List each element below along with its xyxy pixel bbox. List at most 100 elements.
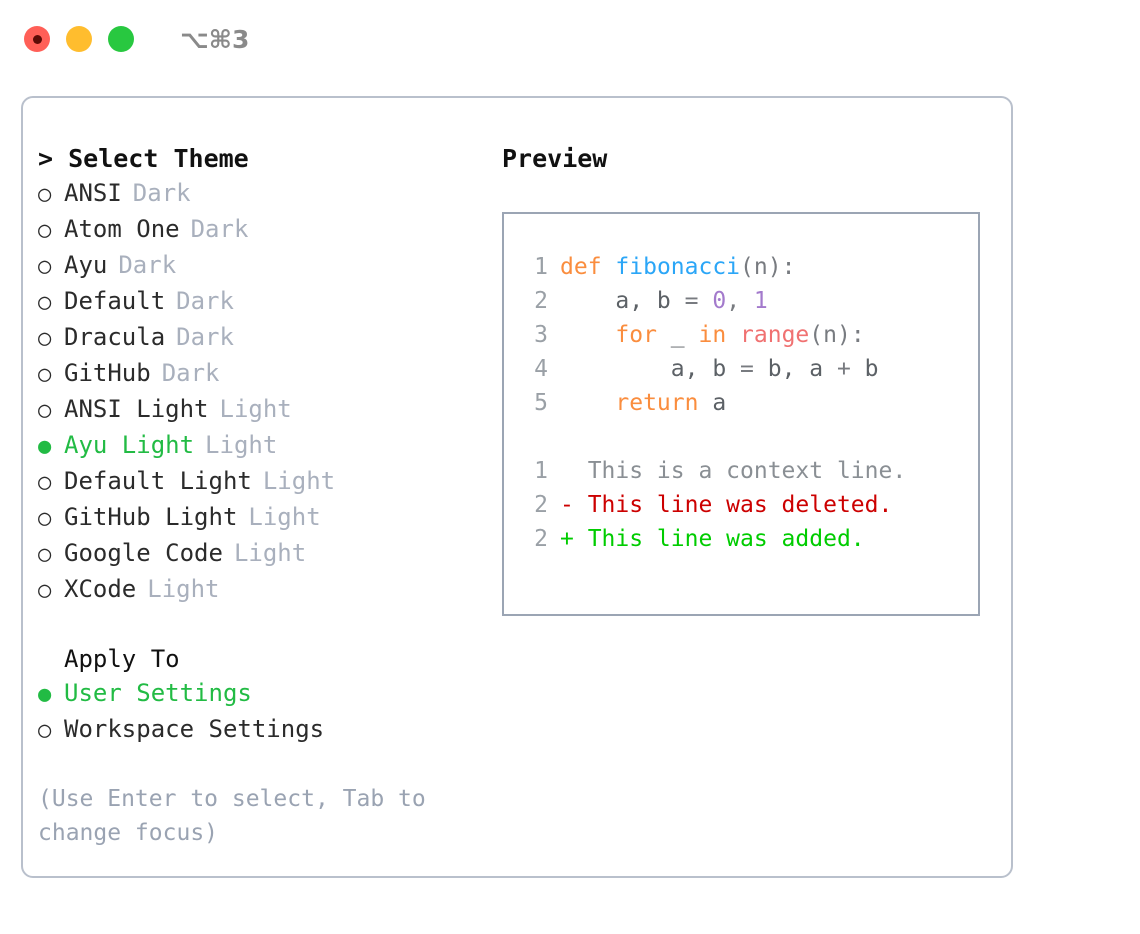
radio-unselected-icon: ○ xyxy=(38,470,52,495)
theme-option-label: ANSI Light xyxy=(64,395,209,423)
theme-option-tag: Dark xyxy=(118,251,177,279)
theme-option-ansi-light[interactable]: ○ ANSI Light Light xyxy=(38,392,508,428)
close-dot-inner-icon xyxy=(32,34,42,44)
code-token: (n): xyxy=(809,322,865,348)
diff-line: 2- This line was deleted. xyxy=(504,488,978,522)
radio-unselected-icon: ○ xyxy=(38,542,52,567)
theme-option-tag: Light xyxy=(262,467,336,495)
theme-option-tag: Dark xyxy=(161,359,220,387)
diff-sample: 1 This is a context line.2- This line wa… xyxy=(504,454,978,556)
code-token xyxy=(726,322,740,348)
apply-to-label: Apply To xyxy=(64,645,180,673)
radio-selected-icon: ● xyxy=(38,434,52,459)
code-line-text: a, b = 0, 1 xyxy=(560,284,768,318)
theme-option-github[interactable]: ○ GitHub Dark xyxy=(38,356,508,392)
apply-to-option-label: Workspace Settings xyxy=(64,715,325,743)
theme-option-tag: Dark xyxy=(190,215,249,243)
theme-option-tag: Dark xyxy=(176,287,234,315)
code-line: 5 return a xyxy=(504,386,978,420)
code-line: 1 def fibonacci(n): xyxy=(504,250,978,284)
keyboard-hint-text: (Use Enter to select, Tab to change focu… xyxy=(38,786,426,846)
apply-to-option-workspace-settings[interactable]: ○Workspace Settings xyxy=(38,712,508,748)
code-token: in xyxy=(698,322,727,348)
code-line-text: a, b = b, a + b xyxy=(560,352,879,386)
theme-option-dracula[interactable]: ○ Dracula Dark xyxy=(38,320,508,356)
radio-unselected-icon: ○ xyxy=(38,182,52,207)
window-controls xyxy=(24,26,134,52)
theme-option-label: Ayu xyxy=(64,251,108,279)
apply-to-option-label: User Settings xyxy=(64,679,252,707)
apply-to-heading: Apply To xyxy=(38,642,508,676)
code-token: (n): xyxy=(740,254,796,280)
code-line-number: 1 xyxy=(534,254,548,280)
code-token: a, b xyxy=(560,288,685,314)
diff-line-number: 2 xyxy=(534,492,548,518)
code-token: return xyxy=(615,390,699,416)
diff-line: 1 This is a context line. xyxy=(504,454,978,488)
code-line-text: return a xyxy=(560,386,726,420)
code-token xyxy=(602,254,616,280)
theme-option-label: GitHub xyxy=(64,359,151,387)
code-token: a xyxy=(698,390,727,416)
radio-unselected-icon: ○ xyxy=(38,362,52,387)
maximize-dot-icon[interactable] xyxy=(108,26,134,52)
code-token: def xyxy=(560,254,602,280)
code-token: a, b xyxy=(560,356,741,382)
code-token: = xyxy=(684,288,713,314)
code-line-text: def fibonacci(n): xyxy=(560,250,795,284)
minimize-dot-icon[interactable] xyxy=(66,26,92,52)
theme-option-tag: Light xyxy=(233,539,307,567)
radio-unselected-icon: ○ xyxy=(38,398,52,423)
radio-selected-icon: ● xyxy=(38,682,52,707)
code-line-number: 4 xyxy=(534,356,548,382)
theme-option-tag: Light xyxy=(248,503,321,531)
theme-option-label: Default Light xyxy=(64,467,252,495)
theme-option-ayu[interactable]: ○ Ayu Dark xyxy=(38,248,508,284)
theme-option-tag: Light xyxy=(147,575,220,603)
code-token: 0 xyxy=(712,288,727,314)
code-line-number: 2 xyxy=(534,288,548,314)
code-line-number: 5 xyxy=(534,390,548,416)
theme-option-label: Ayu Light xyxy=(64,431,195,459)
preview-spacer xyxy=(504,420,978,454)
code-token: range xyxy=(740,322,810,348)
select-theme-heading: > Select Theme xyxy=(38,144,249,173)
theme-option-tag: Light xyxy=(219,395,292,423)
apply-to-option-list[interactable]: ● User Settings ○Workspace Settings xyxy=(38,676,508,748)
diff-line-number: 2 xyxy=(534,526,548,552)
preview-heading: Preview xyxy=(502,144,608,173)
theme-option-label: Dracula xyxy=(64,323,166,351)
theme-option-tag: Dark xyxy=(132,179,191,207)
diff-line-text: + This line was added. xyxy=(560,526,865,552)
radio-unselected-icon: ○ xyxy=(38,254,52,279)
apply-to-option-user-settings[interactable]: ● User Settings xyxy=(38,676,508,712)
code-line: 2 a, b = 0, 1 xyxy=(504,284,978,318)
code-token: b, a xyxy=(767,356,837,382)
code-line: 3 for _ in range(n): xyxy=(504,318,978,352)
code-token xyxy=(560,390,615,416)
close-dot-icon[interactable] xyxy=(24,26,50,52)
theme-option-tag: Dark xyxy=(176,323,234,351)
code-token xyxy=(560,322,615,348)
theme-option-default-light[interactable]: ○ Default Light Light xyxy=(38,464,508,500)
code-token: b xyxy=(864,356,879,382)
radio-unselected-icon: ○ xyxy=(38,290,52,315)
keyboard-shortcut-label: ⌥⌘3 xyxy=(180,24,250,54)
code-token: , xyxy=(726,288,754,314)
code-token: 1 xyxy=(753,288,768,314)
radio-unselected-icon: ○ xyxy=(38,326,52,351)
